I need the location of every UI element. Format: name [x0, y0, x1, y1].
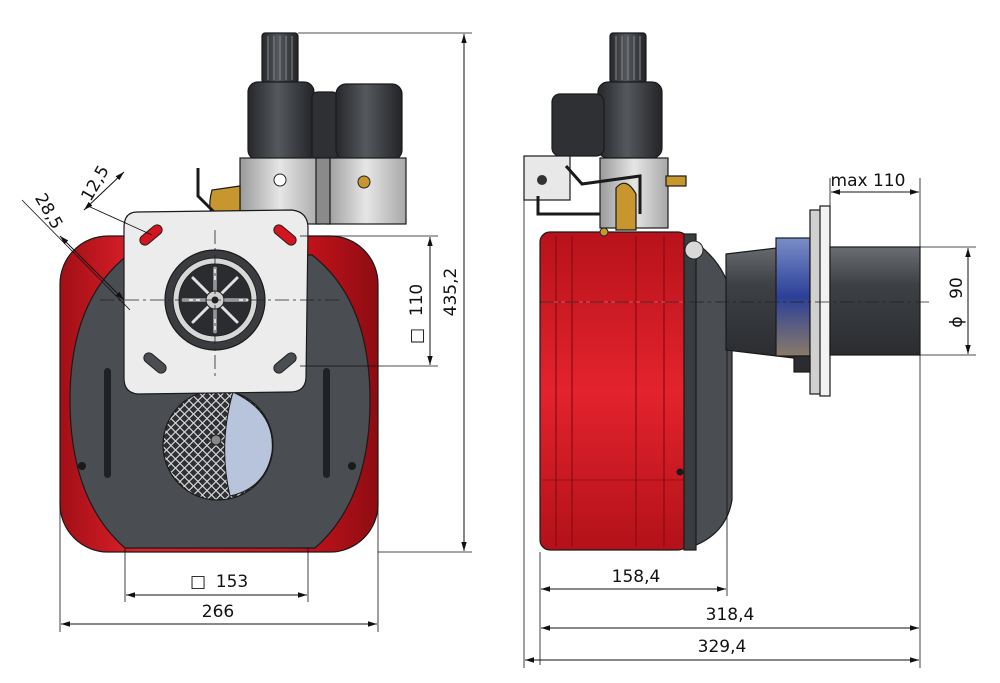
- front-flange-slot-tl: [139, 224, 163, 246]
- side-red-housing: [539, 231, 689, 551]
- side-flange-bolt: [793, 355, 811, 373]
- dim-square-symbol-110: □: [407, 328, 427, 344]
- side-valve-fitting: [665, 175, 687, 187]
- dim-line-28-5: [59, 235, 125, 301]
- front-flange-slot-tr: [273, 224, 297, 246]
- dim-line-12-5: [83, 171, 125, 211]
- dim-label-318-4: 318,4: [706, 605, 755, 625]
- dim-label-158-4: 158,4: [612, 567, 661, 587]
- front-coil-left: [247, 81, 315, 161]
- front-valve-body-right: [325, 157, 407, 225]
- side-pipe-fitting: [599, 227, 609, 237]
- front-flange-slot-br: [273, 352, 297, 374]
- side-flange-plate: [819, 205, 831, 397]
- front-pipe-black: [196, 168, 216, 214]
- front-valve-port-left: [273, 173, 287, 187]
- side-connector-box: [523, 155, 571, 201]
- side-view: 158,4 318,4 329,4 max 110 90 ϕ: [523, 32, 976, 668]
- front-flange-slot-bl: [143, 352, 167, 374]
- side-dark-backplate: [685, 234, 733, 549]
- side-blue-band: [775, 237, 811, 357]
- dim-label-329-4: 329,4: [698, 637, 747, 657]
- front-mounting-flange: [123, 209, 309, 395]
- side-blast-tube: [829, 246, 921, 356]
- dim-label-12-5: 12,5: [78, 162, 114, 205]
- side-pipe-black: [536, 165, 642, 216]
- front-screw-right: [348, 462, 356, 470]
- dim-label-435-2: 435,2: [441, 268, 461, 317]
- front-slot-right: [323, 368, 330, 478]
- dim-label-28-5: 28,5: [30, 190, 66, 233]
- front-coil-mid: [311, 91, 339, 161]
- dim-label-266: 266: [202, 602, 234, 622]
- front-valve-port-right: [357, 175, 371, 189]
- dim-label-max-110: max 110: [831, 171, 906, 191]
- front-slot-left: [104, 368, 111, 478]
- side-coil-connector: [551, 93, 605, 157]
- side-coil-main: [597, 81, 663, 159]
- side-backplate-rim: [683, 233, 697, 551]
- dim-diameter-symbol: ϕ: [947, 316, 967, 327]
- front-valve-center: [315, 157, 331, 225]
- side-pipe-brass: [615, 182, 637, 231]
- dim-label-phi-90: 90: [947, 277, 967, 299]
- dim-square-symbol-153: □: [190, 572, 206, 592]
- side-gas-valve: [523, 32, 687, 237]
- side-connector-port: [537, 175, 547, 185]
- front-coil-right: [335, 83, 403, 161]
- front-air-damper: [224, 391, 273, 497]
- dim-label-110-flange: 110: [407, 284, 427, 316]
- front-screw-left: [78, 462, 86, 470]
- side-screw-bottom: [676, 468, 684, 476]
- front-gas-valve: [196, 32, 407, 233]
- front-view: 266 □ 153 435,2 110 □ 28,5 12,5: [21, 32, 472, 632]
- side-cap-nut: [684, 240, 704, 260]
- front-damper-hub: [210, 434, 222, 446]
- dim-label-153: 153: [216, 572, 248, 592]
